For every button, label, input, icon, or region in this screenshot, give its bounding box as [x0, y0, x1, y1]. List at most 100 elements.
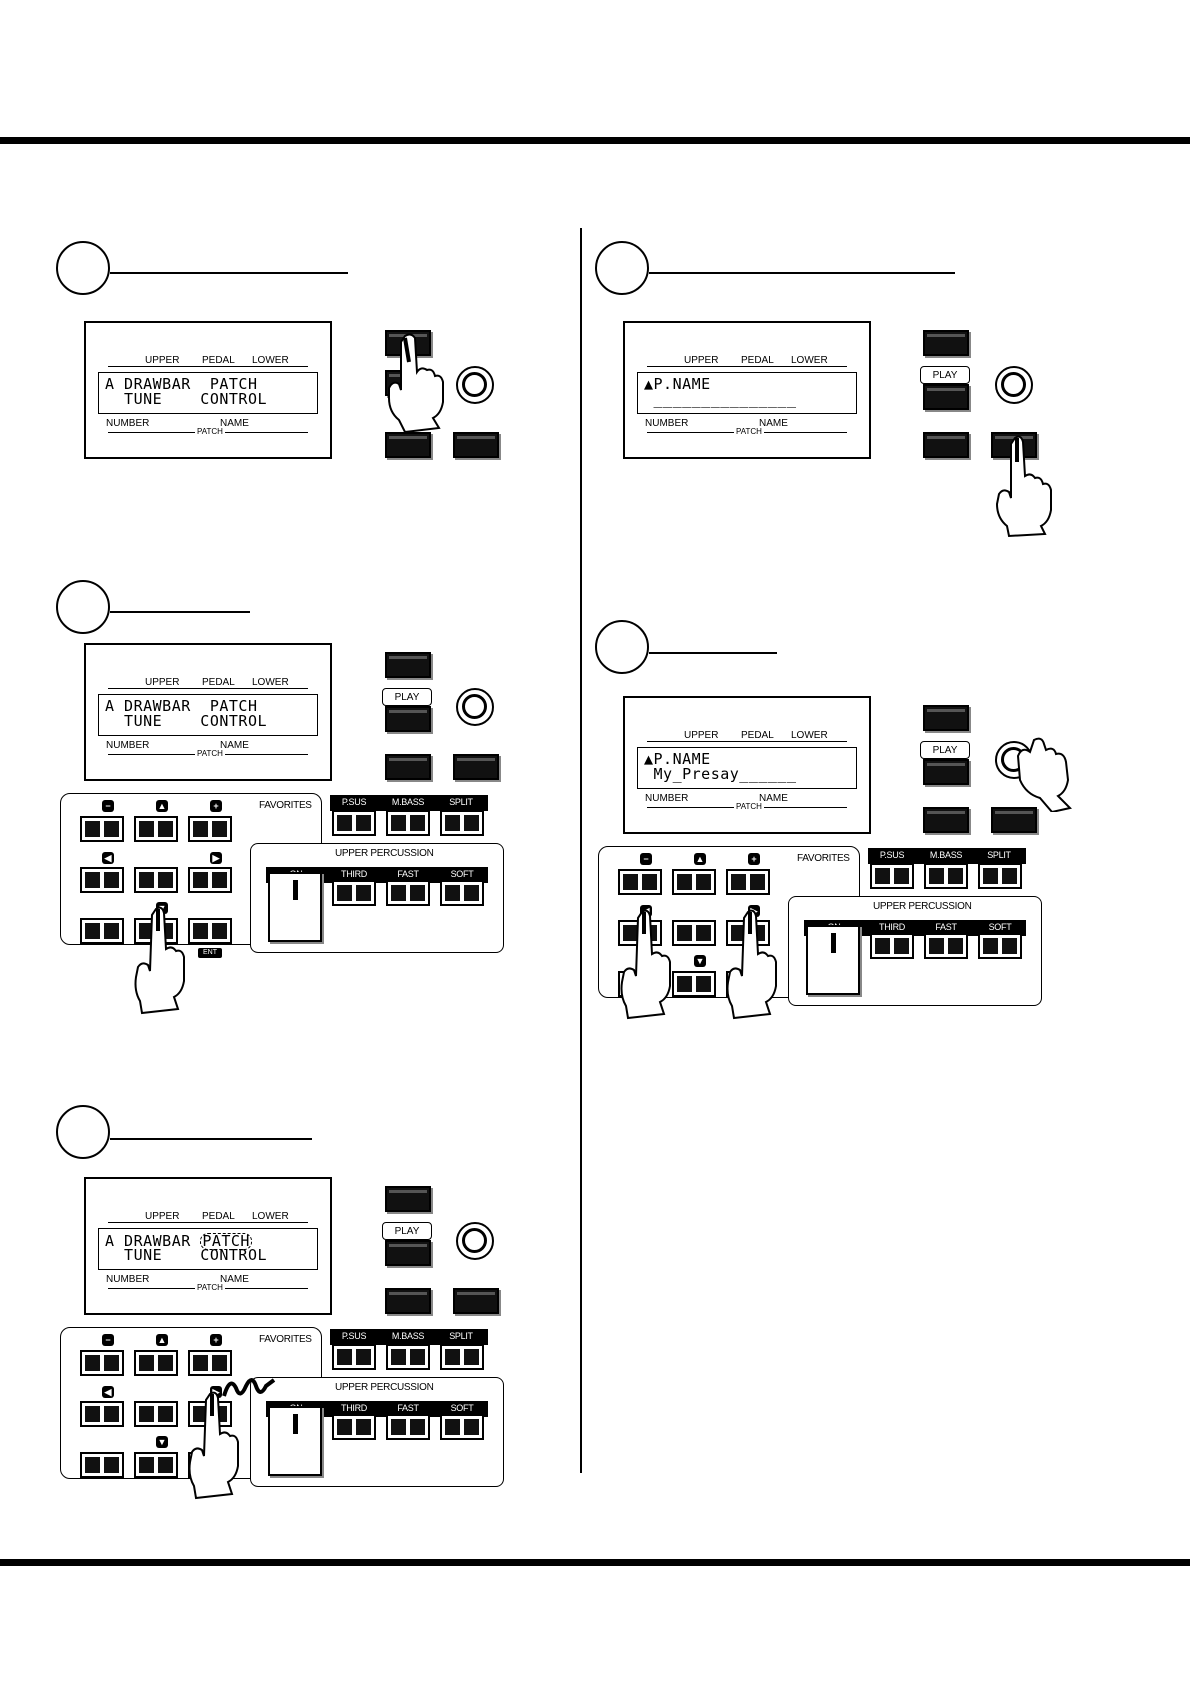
lower-left-button[interactable] [923, 432, 969, 458]
upper-button[interactable] [923, 330, 969, 356]
value-knob[interactable] [995, 366, 1033, 404]
minus-icon: − [102, 1334, 114, 1346]
turning-hand-icon [1016, 737, 1072, 812]
lcd-label-patch: PATCH [195, 427, 225, 436]
split-button[interactable] [440, 1344, 484, 1370]
play-label: PLAY [920, 741, 970, 759]
lower-right-button[interactable] [991, 807, 1037, 833]
third-button[interactable] [870, 933, 914, 959]
favorite-button[interactable] [134, 1401, 178, 1427]
minus-icon: − [102, 800, 114, 812]
value-knob[interactable] [456, 366, 494, 404]
psus-button[interactable] [332, 1344, 376, 1370]
lower-left-button[interactable] [385, 432, 431, 458]
pressing-hand-icon [188, 1391, 239, 1500]
favorite-button[interactable] [134, 867, 178, 893]
minus-button[interactable] [618, 869, 662, 895]
third-button[interactable] [332, 1414, 376, 1440]
upper-button[interactable] [385, 1186, 431, 1212]
soft-button[interactable] [440, 880, 484, 906]
lcd-label-number: NUMBER [106, 418, 150, 429]
lcd-line-2: TUNE CONTROL [105, 1246, 268, 1264]
percussion-on-button[interactable] [268, 872, 322, 942]
mbass-button[interactable] [924, 863, 968, 889]
minus-button[interactable] [80, 1350, 124, 1376]
fast-label: FAST [935, 922, 957, 932]
up-button[interactable] [672, 869, 716, 895]
lower-right-button[interactable] [453, 1288, 499, 1314]
left-button[interactable] [80, 867, 124, 893]
tab-bar [868, 848, 1026, 864]
up-button[interactable] [134, 816, 178, 842]
lcd-label-patch: PATCH [734, 427, 764, 436]
favorites-label: FAVORITES [259, 1334, 312, 1345]
favorite-button[interactable] [80, 1452, 124, 1478]
plus-icon: + [210, 1334, 222, 1346]
mbass-label: M.BASS [391, 1331, 425, 1341]
lower-left-button[interactable] [385, 754, 431, 780]
value-knob[interactable] [456, 1222, 494, 1260]
lcd-line-1: ▲P.NAME [644, 750, 711, 768]
lcd-line-1-prefix: A DRAWBAR [105, 1232, 201, 1250]
split-button[interactable] [440, 810, 484, 836]
patch-highlight: PATCH [200, 1232, 252, 1250]
upper-button[interactable] [923, 705, 969, 731]
down-button[interactable] [672, 971, 716, 997]
value-knob[interactable] [456, 688, 494, 726]
lcd-line-2: TUNE CONTROL [105, 390, 268, 408]
lcd-screen: A DRAWBAR PATCH TUNE CONTROL [98, 1228, 318, 1270]
right-button[interactable] [188, 867, 232, 893]
percussion-on-button[interactable] [806, 925, 860, 995]
upper-button[interactable] [385, 652, 431, 678]
lcd-screen: ▲P.NAME _______________ [637, 372, 857, 414]
psus-button[interactable] [332, 810, 376, 836]
lower-left-button[interactable] [923, 807, 969, 833]
lower-right-button[interactable] [453, 754, 499, 780]
up-button[interactable] [134, 1350, 178, 1376]
upper-percussion-label: UPPER PERCUSSION [873, 901, 972, 912]
down-button[interactable] [134, 1452, 178, 1478]
minus-button[interactable] [80, 816, 124, 842]
psus-label: P.SUS [341, 797, 367, 807]
favorite-button[interactable] [80, 918, 124, 944]
psus-button[interactable] [870, 863, 914, 889]
play-button[interactable] [923, 384, 969, 410]
split-button[interactable] [978, 863, 1022, 889]
left-button[interactable] [80, 1401, 124, 1427]
soft-button[interactable] [978, 933, 1022, 959]
plus-button[interactable] [188, 816, 232, 842]
play-button[interactable] [923, 759, 969, 785]
fast-button[interactable] [386, 1414, 430, 1440]
lcd-label-pedal: PEDAL [202, 355, 235, 366]
minus-icon: − [640, 853, 652, 865]
lcd-label-upper: UPPER [145, 355, 180, 366]
lcd-label-upper: UPPER [145, 1211, 180, 1222]
favorite-button[interactable] [672, 920, 716, 946]
lcd-label-pedal: PEDAL [741, 355, 774, 366]
lcd-label-number: NUMBER [645, 793, 689, 804]
mbass-button[interactable] [386, 1344, 430, 1370]
fast-button[interactable] [924, 933, 968, 959]
lcd-line-2: _______________ [644, 390, 797, 408]
upper-percussion-label: UPPER PERCUSSION [335, 1382, 434, 1393]
play-button[interactable] [385, 706, 431, 732]
left-arrow-icon: ◀ [102, 852, 114, 864]
lower-right-button[interactable] [453, 432, 499, 458]
play-label: PLAY [920, 366, 970, 384]
third-button[interactable] [332, 880, 376, 906]
play-button[interactable] [385, 1240, 431, 1266]
plus-button[interactable] [188, 1350, 232, 1376]
lower-left-button[interactable] [385, 1288, 431, 1314]
plus-button[interactable] [726, 869, 770, 895]
upper-percussion-label: UPPER PERCUSSION [335, 848, 434, 859]
enter-button[interactable] [188, 918, 232, 944]
mbass-label: M.BASS [391, 797, 425, 807]
plus-icon: + [210, 800, 222, 812]
lcd-label-patch: PATCH [195, 749, 225, 758]
step-3-circle [56, 1105, 110, 1159]
percussion-on-button[interactable] [268, 1406, 322, 1476]
lcd-label-name: NAME [759, 793, 788, 804]
fast-button[interactable] [386, 880, 430, 906]
soft-button[interactable] [440, 1414, 484, 1440]
mbass-button[interactable] [386, 810, 430, 836]
